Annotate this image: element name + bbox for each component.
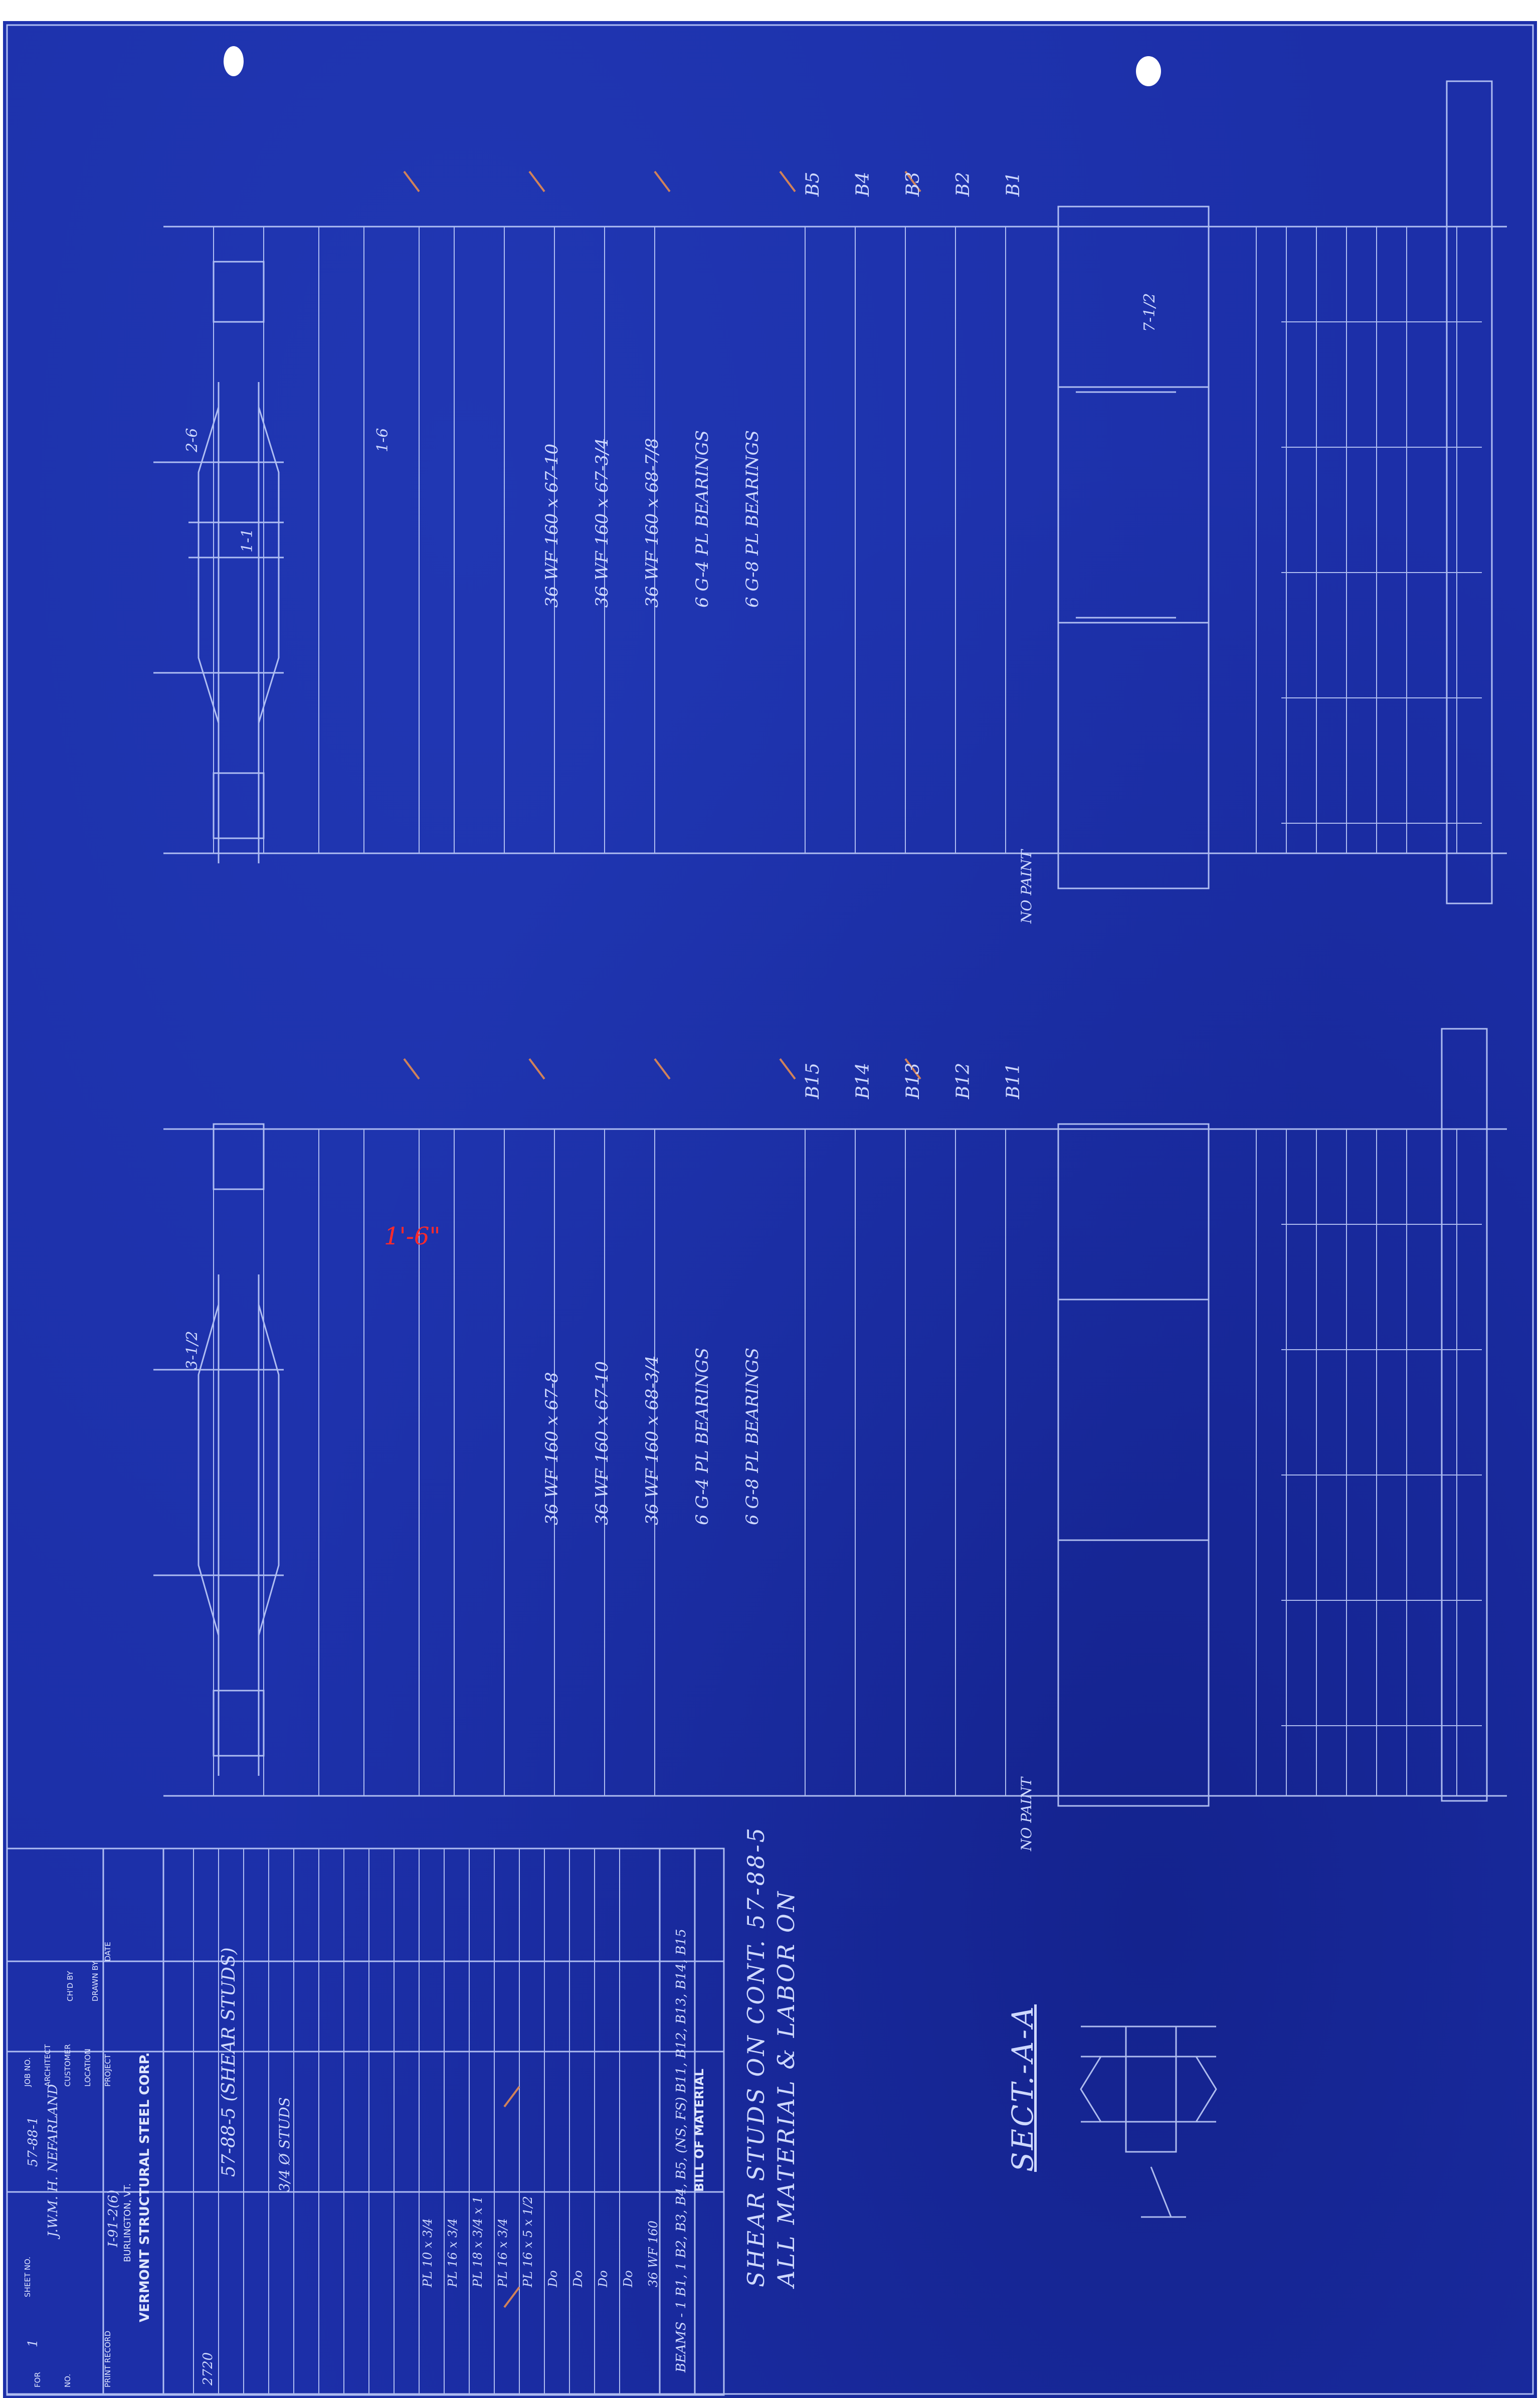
customer-label: CUSTOMER: [63, 2044, 72, 2087]
dimension-mark: 7-1/2: [1141, 293, 1159, 332]
member-description: 6 G-4 PL BEARINGS: [692, 430, 712, 608]
sheet-no-label: SHEET NO.: [23, 2257, 32, 2297]
member-description: 36 WF 160 x 67-10: [542, 443, 562, 608]
beam-mark: B14: [853, 1062, 873, 1099]
project-value: I-91-2(6): [106, 2189, 121, 2247]
print-for-label: FOR: [33, 2372, 42, 2387]
firm-name: VERMONT STRUCTURAL STEEL CORP.: [137, 2052, 152, 2322]
bom-row: Do: [596, 2270, 610, 2287]
architect-label: ARCHITECT: [43, 2044, 52, 2087]
member-description: 36 WF 160 x 67-3/4: [592, 438, 612, 608]
bom-row: Do: [571, 2270, 585, 2287]
beam-mark: B3: [903, 171, 923, 197]
beam-mark: B4: [853, 171, 873, 197]
beam-elevation-bottom: [153, 1028, 1507, 1807]
bill-of-material-title: BILL OF MATERIAL: [692, 2069, 706, 2192]
job-no-value: 57-88-1: [26, 2116, 41, 2167]
no-paint-note: NO PAINT: [1018, 849, 1035, 924]
beam-mark: B11: [1003, 1062, 1024, 1099]
no-paint-note: NO PAINT: [1018, 1777, 1035, 1851]
studs-description: 3/4 Ø STUDS: [276, 2097, 293, 2192]
beam-mark: B15: [803, 1062, 823, 1099]
blueprint-drawing: 1'-6": [6, 24, 1534, 2396]
bom-row: PL 16 x 3/4: [446, 2218, 460, 2287]
member-description: 36 WF 160 x 68-3/4: [642, 1355, 662, 1525]
date-label: DATE: [103, 1941, 112, 1961]
job-no-label: JOB NO.: [23, 2057, 32, 2087]
architect-value: J.W.M. H. NEFARLAND: [46, 2084, 61, 2237]
checked-by-label: CH'D BY: [66, 1971, 75, 2001]
member-description: 6 G-4 PL BEARINGS: [692, 1347, 712, 1525]
blueprint-sheet: 1'-6" B1 B2 B3 B4 B5 36 WF 160 x 68-7/8 …: [3, 21, 1537, 2398]
firm-city: BURLINGTON, VT.: [122, 2183, 133, 2262]
bom-row: PL 16 x 5 x 1/2: [521, 2196, 535, 2287]
member-description: 6 G-8 PL BEARINGS: [742, 1347, 762, 1525]
beam-mark: B13: [903, 1062, 923, 1099]
note-line-2: SHEAR STUDS ON CONT. 57-88-5: [742, 1826, 769, 2287]
beam-mark: B12: [953, 1062, 974, 1099]
bom-row: Do: [621, 2270, 635, 2287]
beam-mark: B1: [1003, 171, 1024, 197]
member-description: 36 WF 160 x 67-10: [592, 1361, 612, 1525]
paper-damage-mark: [1136, 56, 1161, 86]
bom-row: 36 WF 160: [646, 2221, 660, 2287]
bom-row: PL 16 x 3/4: [496, 2218, 510, 2287]
member-description: 36 WF 160 x 67-8: [542, 1372, 562, 1526]
print-record-label: PRINT RECORD: [103, 2330, 112, 2387]
section-title: SECT.-A-A: [1006, 2004, 1040, 2172]
dimension-mark: 3-1/2: [183, 1331, 201, 1370]
beam-mark: B5: [803, 171, 823, 197]
shear-studs-title: 57-88-5 (SHEAR STUDS): [219, 1947, 239, 2177]
drawn-by-label: DRAWN BY: [91, 1961, 100, 2001]
note-line-1: ALL MATERIAL & LABOR ON: [773, 1889, 800, 2287]
red-revision-mark: 1'-6": [384, 1222, 441, 1250]
section-a-a-detail: [1080, 2025, 1217, 2218]
pencil-check-marks: [403, 170, 921, 2308]
bom-row: PL 18 x 3/4 x 1: [471, 2196, 485, 2287]
bom-row: Do: [546, 2270, 560, 2287]
dimension-mark: 2-6: [183, 428, 201, 452]
title-block: [6, 1848, 725, 2396]
sheet-border: [6, 24, 1534, 2395]
bom-row: PL 10 x 3/4: [421, 2218, 435, 2287]
member-description: 36 WF 160 x 68-7/8: [642, 438, 662, 608]
member-description: 6 G-8 PL BEARINGS: [742, 430, 762, 608]
location-label: LOCATION: [83, 2049, 92, 2087]
beam-elevation-top: [153, 80, 1507, 904]
dimension-mark: 1-6: [374, 428, 392, 452]
bom-header-row: BEAMS - 1 B1, 1 B2, B3, B4, B5, (NS, FS)…: [674, 1929, 689, 2372]
sheet-no-value: 1: [26, 2339, 41, 2347]
paper-damage-mark: [224, 46, 244, 76]
print-no-label: NO.: [63, 2373, 72, 2387]
project-label: PROJECT: [103, 2054, 112, 2087]
studs-count: 2720: [201, 2352, 216, 2385]
dimension-mark: 1-1: [239, 528, 256, 552]
beam-mark: B2: [953, 171, 974, 197]
